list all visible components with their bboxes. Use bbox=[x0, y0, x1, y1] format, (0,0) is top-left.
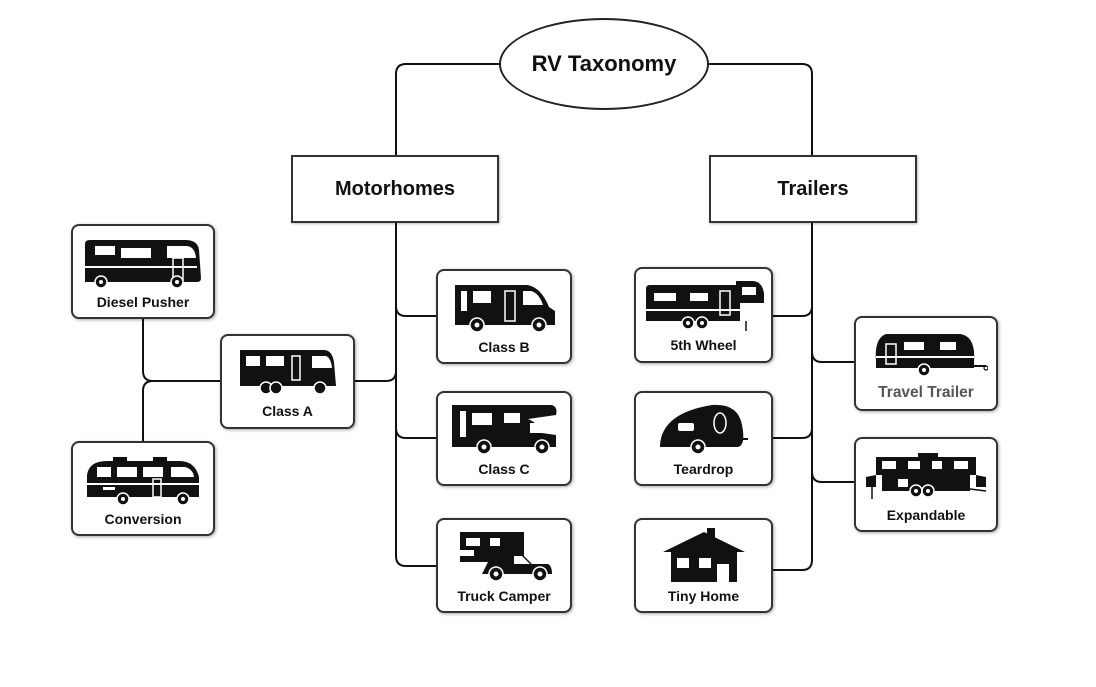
type-truck-camper-label: Truck Camper bbox=[457, 588, 551, 604]
fifth-wheel-trailer-icon bbox=[645, 281, 764, 331]
type-teardrop-label: Teardrop bbox=[673, 461, 734, 477]
type-diesel-pusher-label: Diesel Pusher bbox=[96, 294, 190, 310]
type-diesel-pusher[interactable]: Diesel Pusher bbox=[71, 224, 215, 319]
type-fifth-wheel[interactable]: 5th Wheel bbox=[634, 267, 773, 363]
connector-motorhomes-spine bbox=[395, 222, 437, 567]
category-trailers[interactable]: Trailers bbox=[709, 155, 917, 223]
diagram-title: RV Taxonomy bbox=[531, 51, 677, 76]
type-class-c-label: Class C bbox=[478, 461, 530, 477]
connector-expandable bbox=[811, 471, 855, 483]
teardrop-trailer-icon bbox=[659, 404, 748, 455]
connector-diesel-pusher bbox=[142, 318, 221, 382]
type-travel-trailer[interactable]: Travel Trailer bbox=[854, 316, 998, 411]
conversion-van-icon bbox=[87, 457, 199, 506]
camper-van-icon bbox=[455, 285, 555, 333]
category-trailers-label: Trailers bbox=[777, 177, 849, 200]
type-class-c[interactable]: Class C bbox=[436, 391, 572, 486]
connector-class-a bbox=[354, 370, 397, 382]
connector-root-trailers bbox=[709, 63, 813, 156]
type-expandable[interactable]: Expandable bbox=[854, 437, 998, 532]
type-class-a-label: Class A bbox=[262, 403, 313, 419]
connector-fifth-wheel bbox=[772, 305, 813, 317]
category-motorhomes-label: Motorhomes bbox=[335, 177, 455, 200]
type-travel-trailer-label: Travel Trailer bbox=[878, 384, 974, 401]
type-tiny-home[interactable]: Tiny Home bbox=[634, 518, 773, 613]
travel-trailer-icon bbox=[875, 334, 988, 377]
connector-travel-trailer bbox=[811, 351, 855, 363]
type-conversion[interactable]: Conversion bbox=[71, 441, 215, 536]
type-expandable-label: Expandable bbox=[886, 507, 966, 523]
type-fifth-wheel-label: 5th Wheel bbox=[670, 337, 737, 353]
type-teardrop[interactable]: Teardrop bbox=[634, 391, 773, 486]
class-c-rv-icon bbox=[452, 405, 557, 455]
type-truck-camper[interactable]: Truck Camper bbox=[436, 518, 572, 613]
bus-rv-icon bbox=[85, 240, 201, 289]
pop-up-trailer-icon bbox=[866, 453, 987, 499]
type-conversion-label: Conversion bbox=[104, 511, 182, 527]
type-tiny-home-label: Tiny Home bbox=[667, 588, 740, 604]
type-class-a[interactable]: Class A bbox=[220, 334, 355, 429]
connector-class-c bbox=[395, 427, 437, 439]
connector-conversion bbox=[142, 380, 154, 442]
connector-teardrop bbox=[772, 427, 813, 439]
category-motorhomes[interactable]: Motorhomes bbox=[291, 155, 499, 223]
root-node: RV Taxonomy bbox=[499, 18, 709, 110]
type-class-b[interactable]: Class B bbox=[436, 269, 572, 364]
connector-class-b bbox=[395, 305, 437, 317]
connector-root-motorhomes bbox=[395, 63, 500, 156]
type-class-b-label: Class B bbox=[478, 339, 530, 355]
connector-trailers-spine bbox=[772, 222, 813, 571]
tiny-house-icon bbox=[662, 528, 745, 582]
class-a-rv-icon bbox=[239, 350, 336, 395]
truck-camper-icon bbox=[460, 532, 552, 582]
